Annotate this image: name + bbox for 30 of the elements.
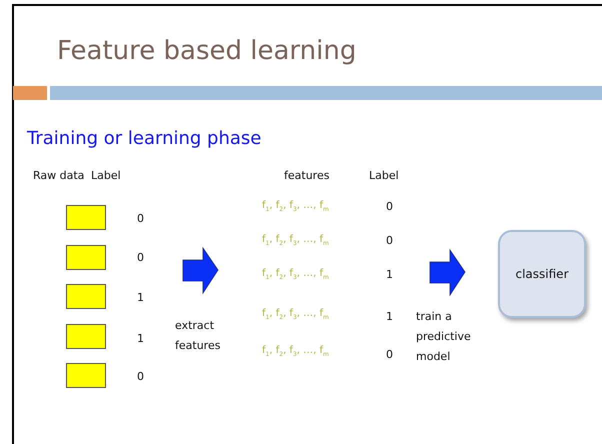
column-header: features (284, 169, 330, 183)
column-header: Raw data (33, 169, 84, 183)
feature-list: f$_{1}$, f$_{2}$, f$_{3}$, …, f$_{m}$ (262, 268, 329, 281)
label-value: 0 (386, 348, 393, 362)
data-block (66, 205, 106, 230)
label-value: 0 (137, 212, 144, 226)
label-value: 0 (386, 200, 393, 214)
column-header: Label (369, 169, 399, 183)
data-block (66, 363, 106, 388)
step-label: extract features (175, 318, 222, 354)
label-value: 1 (386, 310, 393, 324)
feature-list: f$_{1}$, f$_{2}$, f$_{3}$, …, f$_{m}$ (262, 234, 329, 247)
feature-list: f$_{1}$, f$_{2}$, f$_{3}$, …, f$_{m}$ (262, 308, 329, 321)
label-value: 0 (386, 234, 393, 248)
label-value: 1 (137, 291, 144, 305)
data-block (66, 245, 106, 270)
data-block (66, 324, 106, 349)
data-block (66, 284, 106, 309)
feature-list: f$_{1}$, f$_{2}$, f$_{3}$, …, f$_{m}$ (262, 200, 329, 213)
heading: Training or learning phase (27, 132, 262, 146)
classifier-box (498, 230, 586, 318)
node-text: classifier (516, 267, 568, 281)
step-label: train a predictive model (416, 309, 472, 365)
label-value: 0 (137, 251, 144, 265)
label-value: 1 (137, 332, 144, 346)
feature-list: f$_{1}$, f$_{2}$, f$_{3}$, …, f$_{m}$ (262, 345, 329, 358)
column-header: Label (91, 169, 121, 183)
slide-title: Feature based learning (57, 36, 356, 66)
label-value: 1 (386, 268, 393, 282)
label-value: 0 (137, 370, 144, 384)
